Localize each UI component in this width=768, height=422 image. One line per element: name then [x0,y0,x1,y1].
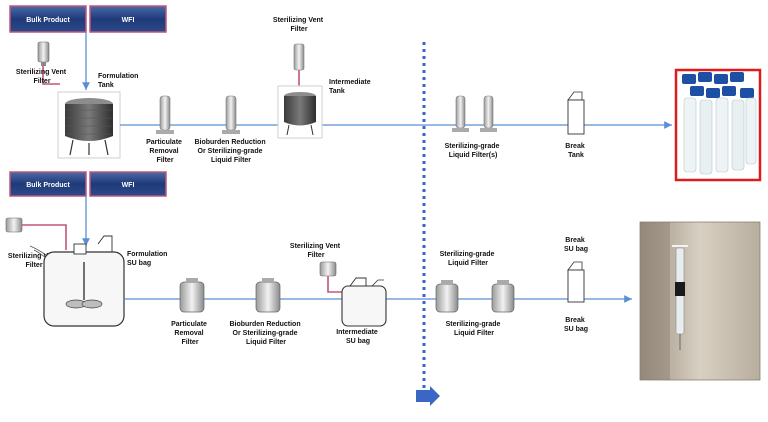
bottom-sterilizing-filter-icon-2 [491,280,515,313]
top-vent-filter-icon [37,41,50,66]
top-particulate-filter-label: Particulate Removal Filter [146,139,184,164]
bottom-vent-filter-icon [5,217,23,233]
intermediate-su-bag-icon [341,277,387,327]
top-wfi-label: WFI [122,17,135,24]
break-tank-icon [567,91,585,135]
formulation-tank-label: Formulation Tank [98,73,140,89]
top-sterilizing-filter-label: Sterilizing-grade Liquid Filter(s) [445,143,502,159]
top-particulate-filter-icon [156,95,174,134]
bottom-particulate-filter-label: Particulate Removal Filter [171,321,209,346]
top-intermediate-vent-filter-icon [293,43,305,71]
bottom-bulk-product-box: Bulk Product [9,171,87,197]
bottom-sterilizing-filter-lower-label: Sterilizing-grade Liquid Filter [446,321,503,337]
bottom-wfi-label: WFI [122,182,135,189]
bottom-intermediate-vent-pipe [327,276,344,293]
prefilled-syringe-image [639,221,761,381]
bottom-vent-pipe [22,224,67,250]
top-wfi-box: WFI [89,5,167,33]
bottom-vent-filter-label: Sterilizing Vent Filter [8,253,60,269]
top-vent-filter-label: Sterilizing Vent Filter [16,69,68,85]
break-tank-label: Break Tank [565,143,586,159]
break-su-bag-icon [567,261,585,303]
break-su-bag-upper-label: Break SU bag [564,237,588,253]
formulation-tank-icon [57,91,121,159]
top-bioburden-filter-icon [222,95,240,134]
formulation-su-bag-icon [43,235,125,327]
bottom-bioburden-filter-icon [255,278,281,313]
divider-arrow-icon [416,386,440,406]
intermediate-tank-icon [277,85,323,139]
bottom-sterilizing-filter-icon-1 [435,280,459,313]
top-sterilizing-filter-icon-1 [452,95,469,132]
top-sterilizing-filter-icon-2 [480,95,497,132]
bottom-bulk-product-label: Bulk Product [26,182,70,189]
vials-image [674,68,762,182]
bottom-particulate-filter-icon [179,278,205,313]
intermediate-su-bag-label: Intermediate SU bag [336,329,380,345]
top-bioburden-filter-label: Bioburden Reduction Or Sterilizing-grade… [194,139,267,164]
bottom-wfi-box: WFI [89,171,167,197]
bottom-sterilizing-filter-upper-label: Sterilizing-grade Liquid Filter [440,251,497,267]
top-bulk-product-label: Bulk Product [26,17,70,24]
bottom-bioburden-filter-label: Bioburden Reduction Or Sterilizing-grade… [229,321,302,346]
bottom-intermediate-vent-label: Sterilizing Vent Filter [290,243,342,259]
top-bulk-product-box: Bulk Product [9,5,87,33]
intermediate-tank-label: Intermediate Tank [329,79,373,95]
top-intermediate-vent-label: Sterilizing Vent Filter [273,17,325,33]
formulation-su-bag-label: Formulation SU bag [127,251,169,267]
break-su-bag-lower-label: Break SU bag [564,317,588,333]
bottom-intermediate-vent-filter-icon [319,261,337,277]
top-vent-pipe [42,66,60,85]
